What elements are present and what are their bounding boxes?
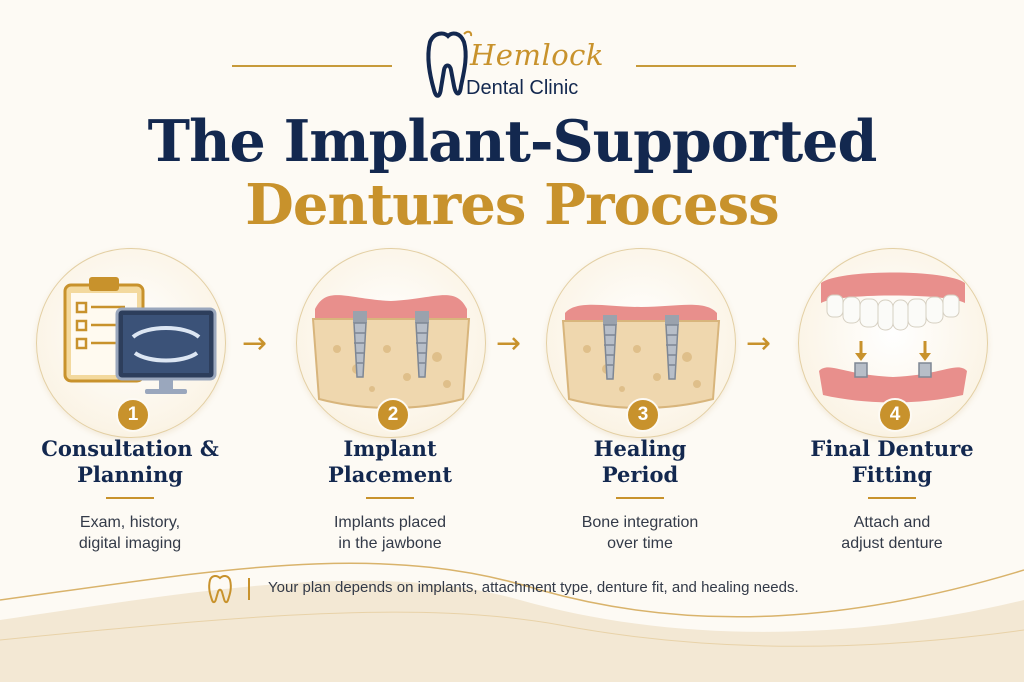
step-1-divider: [106, 497, 154, 499]
step-4-description: Attach and adjust denture: [841, 514, 943, 552]
step-2-description: Implants placed in the jawbone: [333, 514, 447, 552]
step-4-divider: [868, 497, 916, 499]
footer-note: Your plan depends on implants, attachmen…: [200, 574, 840, 604]
step-3-title: Healing Period: [593, 436, 687, 487]
step-2-divider: [366, 497, 414, 499]
clipboard-xray-icon: [63, 277, 217, 394]
header-rule-left: [232, 65, 392, 67]
step-2-number: 2: [376, 398, 410, 432]
page-title-line1: The Implant-Supported: [147, 108, 878, 175]
step-1-illustration: [36, 248, 226, 438]
implant-placement-icon: [311, 295, 471, 409]
page-title-line2: Dentures Process: [245, 172, 779, 238]
step-3-description: Bone integration over time: [581, 514, 699, 552]
header: Hemlock Dental Clinic: [0, 22, 1024, 102]
step-1-description: Exam, history, digital imaging: [78, 514, 182, 552]
step-3-number: 3: [626, 398, 660, 432]
step-2-title: Implant Placement: [327, 436, 453, 487]
step-3-divider: [616, 497, 664, 499]
step-4-number: 4: [878, 398, 912, 432]
step-1-title: Consultation & Planning: [41, 436, 219, 487]
step-1-number: 1: [116, 398, 150, 432]
tooth-logo-icon: [426, 30, 473, 98]
brand-name: Hemlock: [470, 38, 604, 72]
healing-jaw-icon: [561, 304, 721, 409]
header-rule-right: [636, 65, 796, 67]
step-4-title: Final Denture Fitting: [810, 436, 974, 487]
footer-text: Your plan depends on implants, attachmen…: [268, 579, 799, 596]
brand-subtitle: Dental Clinic: [466, 77, 579, 99]
arrow-right-icon: →: [746, 326, 772, 361]
arrow-right-icon: →: [496, 326, 522, 361]
denture-fitting-icon: [819, 272, 967, 403]
arrow-right-icon: →: [242, 326, 268, 361]
tooth-icon: [208, 574, 232, 604]
footer-separator: [248, 578, 250, 600]
